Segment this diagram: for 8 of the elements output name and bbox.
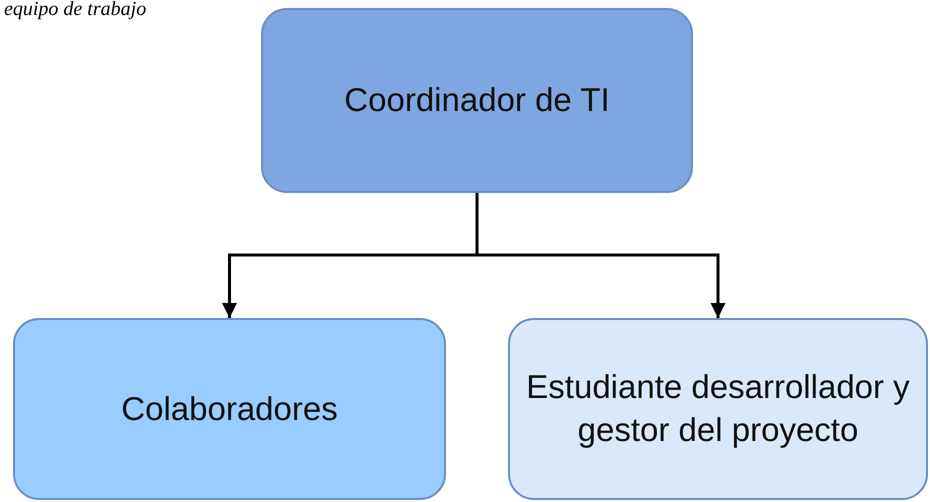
rounded-box	[508, 318, 928, 500]
caption-text: equipo de trabajo	[4, 0, 146, 21]
arrow	[476, 193, 726, 318]
rounded-box	[13, 318, 446, 500]
rounded-box	[261, 8, 693, 193]
node-label: Estudiante desarrollador y gestor del proyecto	[525, 367, 911, 450]
node-label: Coordinador de TI	[344, 80, 610, 120]
node-label: Colaboradores	[121, 388, 338, 429]
